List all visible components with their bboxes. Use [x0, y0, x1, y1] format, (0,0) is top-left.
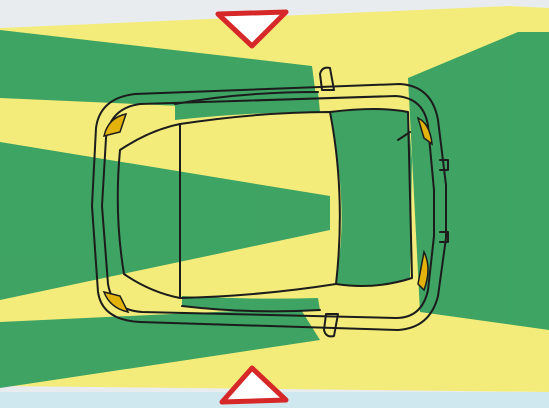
windshield-fill [330, 109, 412, 286]
